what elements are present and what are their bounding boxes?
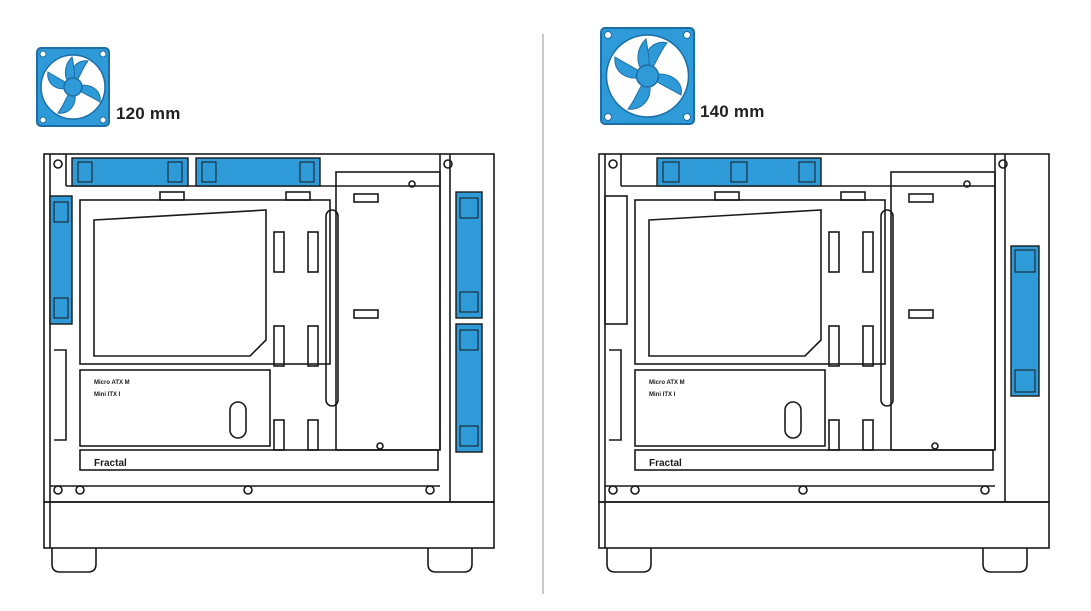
brand-logo: Fractal — [94, 458, 127, 469]
fan-legend-140 — [600, 27, 695, 125]
case-base — [43, 501, 495, 549]
fan-size-label: 140 mm — [700, 102, 765, 121]
fan-legend-120 — [36, 47, 110, 127]
panel-120mm: 120 mm — [0, 0, 545, 611]
fan-front — [49, 195, 73, 325]
fan-top-140 — [656, 157, 822, 187]
form-factor-line1: Micro ATX M — [94, 380, 130, 386]
panel-140mm: 140 mm — [555, 0, 1091, 611]
panel-divider — [542, 34, 544, 594]
case-diagram: Micro ATX M Mini ITX I Fractal — [43, 153, 495, 573]
fan-top-1 — [71, 157, 189, 187]
form-factor-line2: Mini ITX I — [649, 392, 676, 398]
fan-size-label: 120 mm — [116, 104, 181, 123]
form-factor-line1: Micro ATX M — [649, 380, 685, 386]
case-diagram: Micro ATX M Mini ITX I Fractal — [598, 153, 1050, 573]
fan-icon — [600, 27, 695, 125]
fan-top-2 — [195, 157, 321, 187]
fan-side-140 — [1010, 245, 1040, 397]
form-factor-line2: Mini ITX I — [94, 392, 121, 398]
brand-logo: Fractal — [649, 458, 682, 469]
fan-icon — [36, 47, 110, 127]
